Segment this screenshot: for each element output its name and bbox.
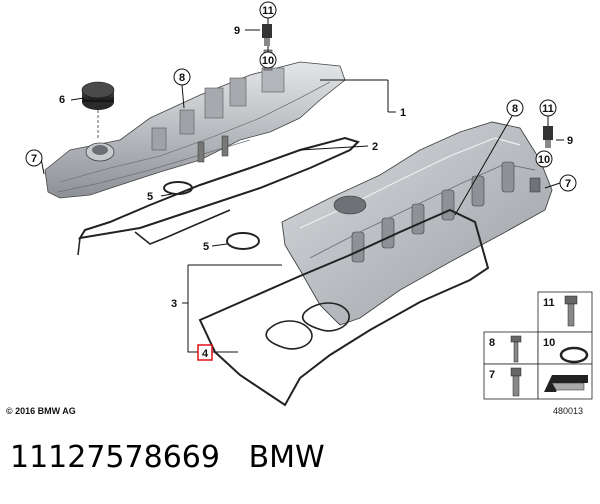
svg-text:4: 4: [202, 348, 209, 360]
callout-1: 1: [400, 107, 406, 119]
legend-label-10: 10: [543, 337, 555, 349]
callout-3: 3: [171, 298, 177, 310]
bolt-11-icon: [564, 295, 578, 327]
copyright-text: © 2016 BMW AG: [6, 406, 76, 416]
spark-plug-seal-right: [226, 232, 260, 250]
callout-5-right: 5: [203, 241, 209, 253]
callout-7-left: 7: [25, 149, 43, 167]
bolt-8-icon: [510, 335, 522, 363]
callout-4-highlighted: 4: [197, 344, 213, 361]
legend-label-11: 11: [543, 297, 555, 309]
callout-8-left: 8: [173, 68, 191, 86]
svg-text:11: 11: [542, 103, 554, 115]
gasket-right: [198, 208, 490, 407]
callout-7-right: 7: [559, 174, 577, 192]
seal-ring-10-icon: [559, 346, 589, 364]
callout-10-right: 10: [535, 150, 553, 168]
drawing-id: 480013: [553, 406, 584, 416]
valve-cover-assembly-left: [44, 49, 346, 199]
svg-text:7: 7: [31, 153, 37, 165]
svg-text:10: 10: [262, 55, 274, 67]
sensor-top: [262, 24, 272, 46]
callout-9-right: 9: [567, 135, 573, 147]
brand-name: BMW: [248, 440, 325, 475]
svg-text:11: 11: [262, 5, 274, 17]
oil-filler-cap: [81, 81, 115, 138]
callout-11-top: 11: [259, 1, 277, 19]
part-footer: 11127578669 BMW: [10, 440, 325, 475]
svg-text:8: 8: [512, 103, 518, 115]
svg-text:8: 8: [179, 72, 185, 84]
callout-8-right: 8: [506, 99, 524, 117]
callout-5-left: 5: [147, 191, 153, 203]
sensor-right: [543, 126, 553, 148]
legend-label-8: 8: [489, 337, 495, 349]
callout-11-right: 11: [539, 99, 557, 117]
callout-2: 2: [372, 141, 378, 153]
stud-bolt-7-icon: [510, 367, 522, 397]
legend-label-7: 7: [489, 369, 495, 381]
gasket-left: [77, 136, 360, 240]
part-number: 11127578669: [10, 440, 220, 475]
callout-10-top: 10: [259, 51, 277, 69]
callout-9-top: 9: [234, 25, 240, 37]
svg-text:7: 7: [565, 178, 571, 190]
callout-6: 6: [59, 94, 65, 106]
leader-lines: [40, 18, 564, 353]
arrow-icon: [544, 375, 588, 392]
spark-plug-seal-left: [163, 181, 193, 195]
svg-text:10: 10: [538, 154, 550, 166]
